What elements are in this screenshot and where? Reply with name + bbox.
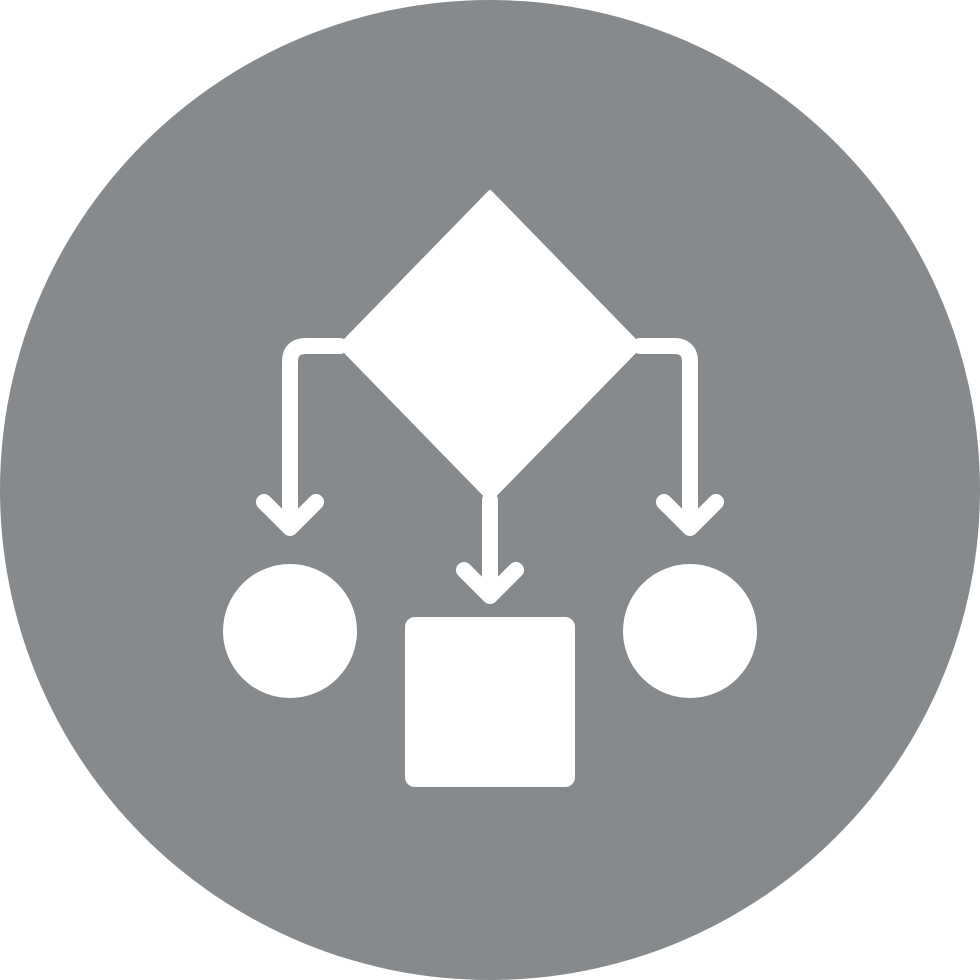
center-connector-arrow bbox=[456, 492, 524, 604]
center-square-node bbox=[405, 617, 575, 787]
left-connector-arrow bbox=[256, 338, 348, 536]
flowchart-glyph bbox=[223, 190, 757, 787]
left-circle-node bbox=[223, 564, 357, 698]
right-connector-arrow bbox=[632, 338, 724, 536]
right-circle-node bbox=[623, 564, 757, 698]
